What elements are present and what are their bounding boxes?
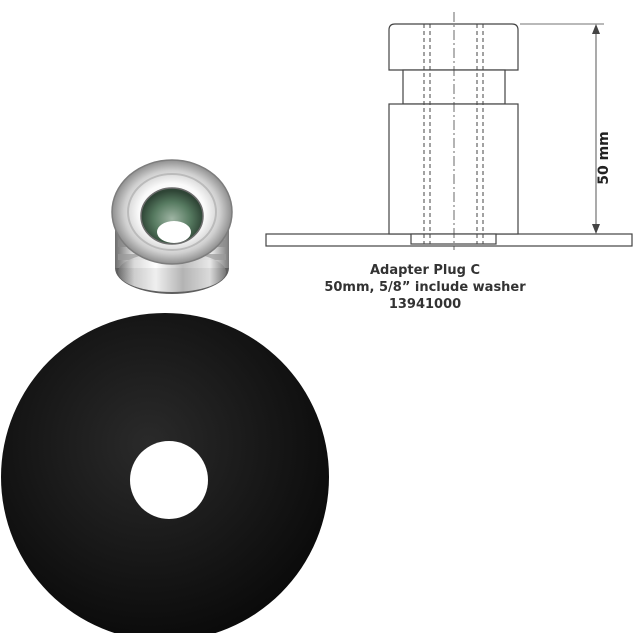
technical-drawing — [265, 12, 633, 250]
washer-photo — [1, 313, 329, 637]
plug-cap — [388, 23, 519, 71]
plug-spigot — [410, 233, 497, 245]
product-name: Adapter Plug C — [369, 263, 481, 278]
dimension-label: 50 mm — [592, 128, 616, 188]
dimension-arrow-bottom — [592, 224, 600, 234]
product-part-number: 13941000 — [388, 297, 462, 312]
adapter-plug-photo — [111, 159, 233, 294]
dimension-arrow-top — [592, 24, 600, 34]
product-spec: 50mm, 5/8” include washer — [324, 280, 526, 295]
plug-body — [388, 103, 519, 235]
product-caption: Adapter Plug C 50mm, 5/8” include washer… — [300, 262, 550, 313]
dimension-value: 50 mm — [596, 131, 612, 185]
hidden-bore-lines — [423, 24, 484, 244]
